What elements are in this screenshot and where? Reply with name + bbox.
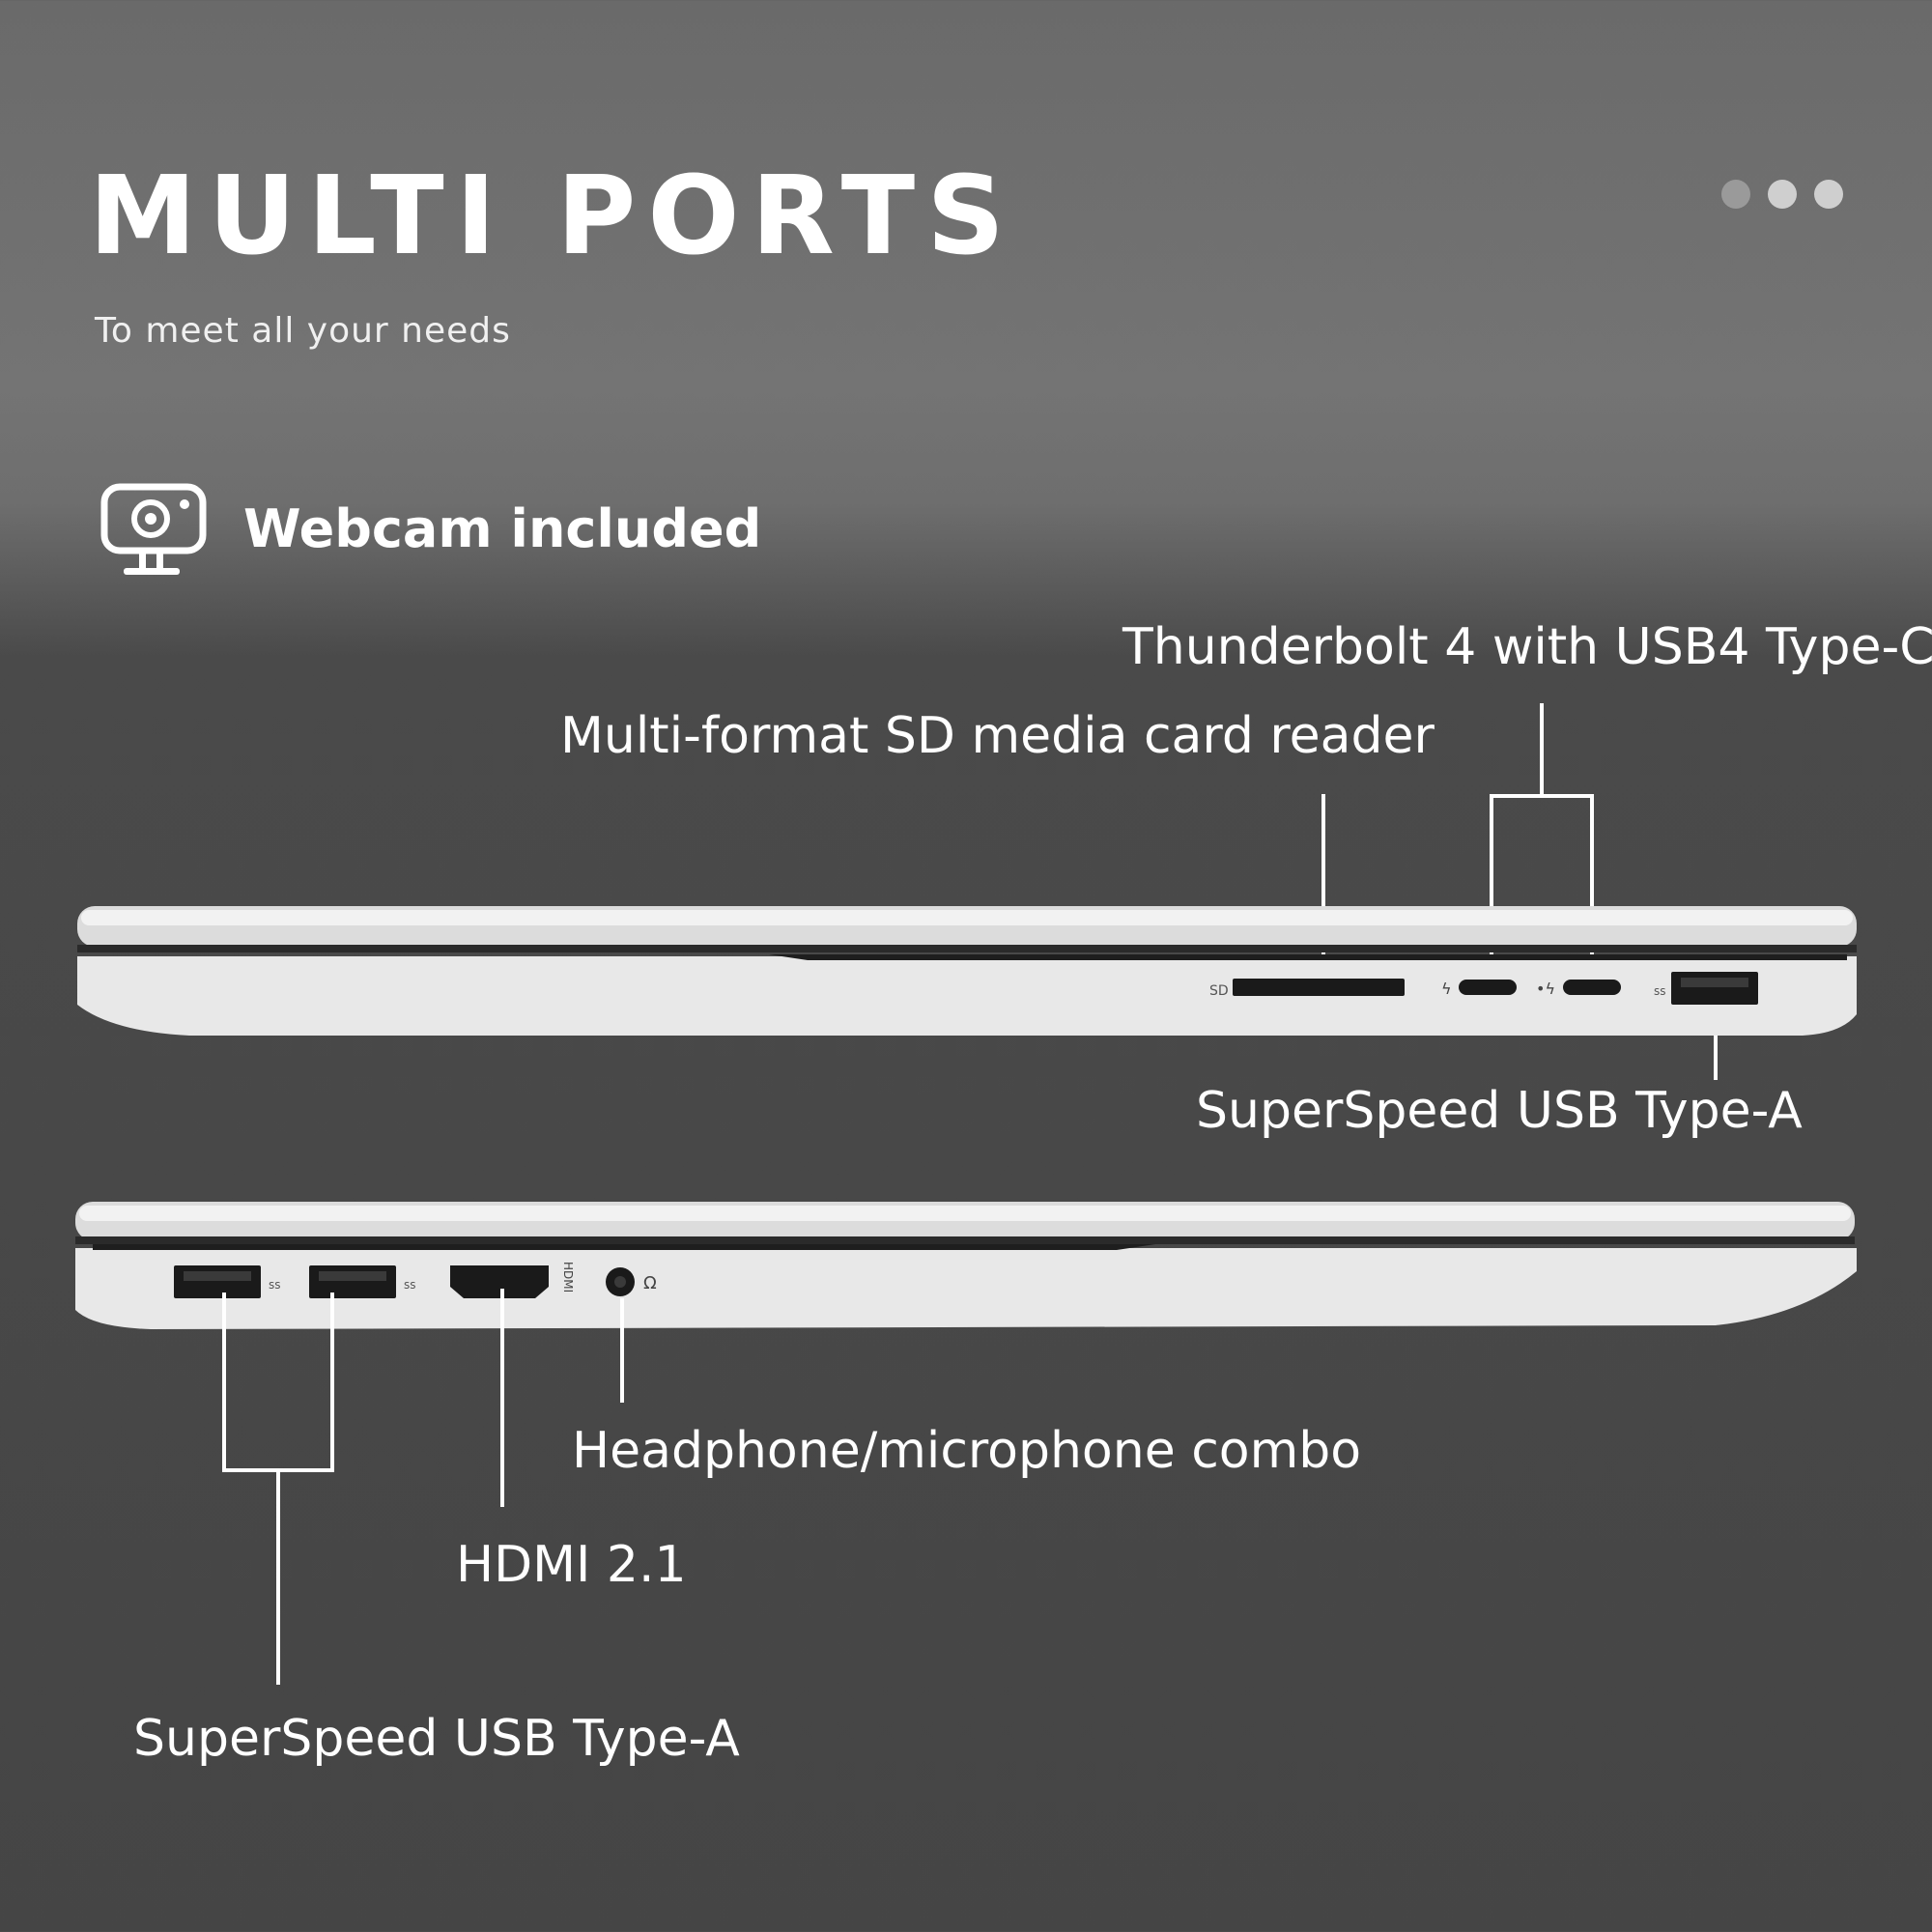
sd-leader-line <box>1321 794 1325 964</box>
headphone-leader-line <box>620 1298 624 1403</box>
page-subtitle: To meet all your needs <box>95 311 511 351</box>
carousel-dots <box>1721 180 1843 209</box>
webcam-feature-label: Webcam included <box>243 498 762 559</box>
thunderbolt-mark-icon: ϟ <box>1441 980 1452 998</box>
headphone-label: Headphone/microphone combo <box>572 1422 1362 1480</box>
usb-a-left-leader-line <box>276 1468 280 1685</box>
usb-a-right-label: SuperSpeed USB Type-A <box>1196 1082 1803 1140</box>
usb-a-right-leader-line <box>1714 1001 1718 1080</box>
thunderbolt-port-2 <box>1563 980 1621 995</box>
power-delivery-mark-icon: •ϟ <box>1536 980 1555 998</box>
thunderbolt-bracket <box>1490 794 1594 798</box>
carousel-dot-active[interactable] <box>1814 180 1843 209</box>
usb-a-left-leader-line <box>330 1293 334 1472</box>
usb-a-left-label: SuperSpeed USB Type-A <box>133 1710 740 1768</box>
usb-a-port <box>1671 972 1758 1005</box>
superspeed-mark-icon: ss <box>404 1278 416 1292</box>
sd-reader-label: Multi-format SD media card reader <box>560 707 1435 765</box>
hdmi-leader-line <box>500 1289 504 1507</box>
hdmi-port-mark: HDMI <box>561 1262 575 1293</box>
carousel-dot[interactable] <box>1768 180 1797 209</box>
hdmi-port <box>450 1265 549 1298</box>
sd-card-slot <box>1233 979 1405 996</box>
thunderbolt-leader-line <box>1540 703 1544 796</box>
webcam-icon <box>100 483 207 575</box>
superspeed-mark-icon: ss <box>269 1278 281 1292</box>
carousel-dot[interactable] <box>1721 180 1750 209</box>
laptop-left-side: ss ss HDMI Ω <box>75 1202 1857 1329</box>
thunderbolt-leader-line <box>1490 794 1493 964</box>
headphone-mark-icon: Ω <box>643 1273 657 1293</box>
usb-a-port-2 <box>309 1265 396 1298</box>
thunderbolt-leader-line <box>1590 794 1594 964</box>
usb-a-left-leader-line <box>222 1293 226 1472</box>
sd-port-mark: SD <box>1209 983 1229 999</box>
usb-a-port-1 <box>174 1265 261 1298</box>
thunderbolt-label: Thunderbolt 4 with USB4 Type-C <box>1122 618 1932 676</box>
superspeed-mark-icon: ss <box>1654 984 1666 998</box>
hdmi-label: HDMI 2.1 <box>456 1536 687 1594</box>
thunderbolt-port-1 <box>1459 980 1517 995</box>
page-title: MULTI PORTS <box>89 154 1016 279</box>
laptop-right-side: SD ϟ •ϟ ss <box>77 906 1857 1036</box>
